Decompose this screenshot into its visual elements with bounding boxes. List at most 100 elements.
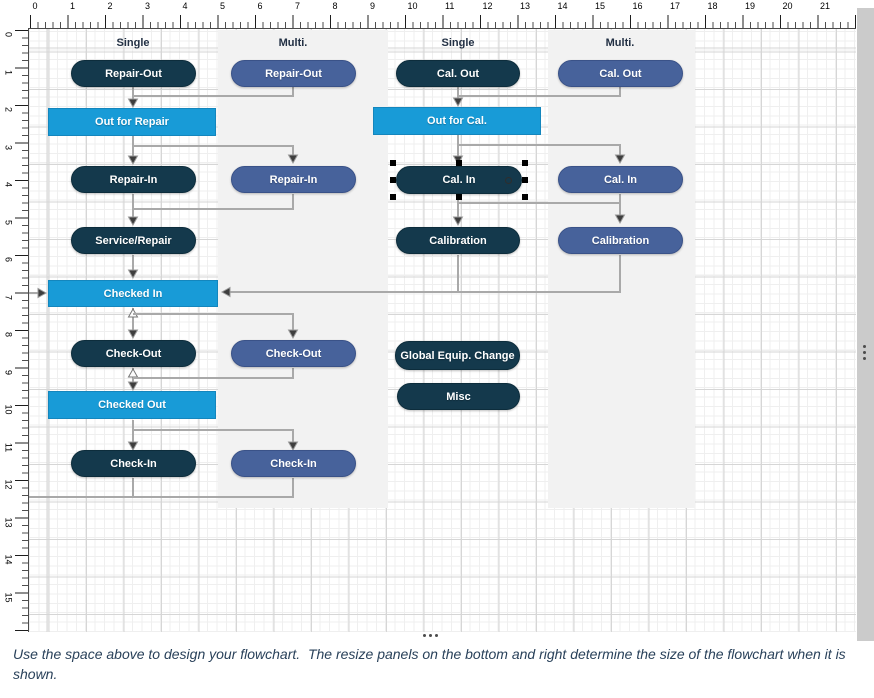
ruler-h-number: 11 (445, 1, 455, 11)
node-label: Check-Out (105, 347, 162, 360)
selection-handle[interactable] (522, 177, 528, 183)
node-label: Checked Out (98, 399, 166, 411)
node-check-in-multi[interactable]: Check-In (231, 450, 356, 477)
selection-handle[interactable] (390, 177, 396, 183)
bottom-resize-handle[interactable] (423, 634, 438, 637)
column-header-2: Single (441, 37, 475, 49)
ruler-v-number: 9 (3, 369, 13, 375)
node-checked-in[interactable]: Checked In (48, 280, 218, 307)
ruler-h-number: 0 (32, 1, 38, 11)
column-header-3: Multi. (605, 37, 635, 49)
node-out-for-cal[interactable]: Out for Cal. (373, 107, 541, 135)
ruler-v-number: 14 (3, 554, 13, 565)
column-header-0: Single (116, 37, 150, 49)
ruler-h-number: 14 (557, 1, 568, 11)
selection-handle[interactable] (390, 194, 396, 200)
node-service-repair[interactable]: Service/Repair (71, 227, 196, 254)
ruler-h-number: 13 (520, 1, 531, 11)
ruler-h-number: 8 (332, 1, 338, 11)
ruler-h-number: 12 (482, 1, 493, 11)
node-out-for-repair[interactable]: Out for Repair (48, 108, 216, 136)
node-label: Repair-In (109, 173, 158, 186)
node-label: Repair-Out (105, 67, 162, 80)
node-label: Check-In (110, 457, 157, 470)
ruler-h-number: 15 (595, 1, 606, 11)
node-cal-out-multi[interactable]: Cal. Out (558, 60, 683, 87)
node-misc[interactable]: Misc (397, 383, 520, 410)
node-check-in-single[interactable]: Check-In (71, 450, 196, 477)
ruler-h-number: 16 (632, 1, 643, 11)
node-check-out-single[interactable]: Check-Out (71, 340, 196, 367)
connection-point-handle[interactable] (505, 176, 512, 184)
node-repair-out-single[interactable]: Repair-Out (71, 60, 196, 87)
node-label: Calibration (429, 234, 487, 247)
node-calibration-single[interactable]: Calibration (396, 227, 520, 254)
ruler-h-number: 10 (407, 1, 418, 11)
selection-handle[interactable] (456, 160, 462, 166)
node-label: Check-Out (265, 347, 322, 360)
ruler-h-number: 4 (182, 1, 188, 11)
ruler-v-number: 6 (3, 256, 13, 262)
ellipsis-vertical-icon (863, 345, 866, 360)
ruler-v-number: 11 (3, 442, 13, 452)
column-header-1: Multi. (278, 37, 308, 49)
ruler-v-number: 1 (3, 69, 13, 75)
ruler-v-number: 8 (3, 331, 13, 337)
node-label: Misc (446, 390, 471, 403)
ruler-v-number: 7 (3, 294, 13, 300)
ruler-v-number: 10 (3, 404, 13, 415)
node-label: Check-In (270, 457, 317, 470)
node-label: Cal. In (603, 173, 637, 186)
node-global-equip-change[interactable]: Global Equip. Change (395, 341, 520, 370)
node-label: Repair-Out (265, 67, 322, 80)
ruler-h-number: 1 (70, 1, 76, 11)
ruler-h-number: 3 (145, 1, 151, 11)
node-cal-in-multi[interactable]: Cal. In (558, 166, 683, 193)
ruler-h-number: 2 (107, 1, 113, 11)
node-check-out-multi[interactable]: Check-Out (231, 340, 356, 367)
selection-handle[interactable] (390, 160, 396, 166)
ruler-h-number: 9 (370, 1, 376, 11)
ruler-v-number: 13 (3, 516, 13, 527)
node-repair-in-single[interactable]: Repair-In (71, 166, 196, 193)
node-label: Cal. In (442, 174, 476, 186)
ruler-v-number: 15 (3, 591, 13, 602)
node-cal-in-single[interactable]: Cal. In (396, 166, 522, 194)
ruler-h-number: 21 (820, 1, 831, 11)
ruler-v-number: 4 (3, 181, 13, 187)
ruler-h-number: 17 (670, 1, 681, 11)
node-label: Out for Cal. (427, 115, 487, 127)
right-resize-panel[interactable] (857, 8, 874, 641)
ellipsis-horizontal-icon (423, 634, 438, 637)
ruler-h-number: 18 (707, 1, 718, 11)
ruler-h-number: 6 (257, 1, 263, 11)
ruler-h-number: 20 (782, 1, 793, 11)
node-checked-out[interactable]: Checked Out (48, 391, 216, 419)
node-repair-in-multi[interactable]: Repair-In (231, 166, 356, 193)
ruler-v-number: 12 (3, 479, 13, 490)
selection-handle[interactable] (522, 194, 528, 200)
ruler-h-number: 5 (220, 1, 226, 11)
node-label: Service/Repair (95, 234, 172, 247)
selection-handle[interactable] (456, 194, 462, 200)
ruler-v-number: 2 (3, 106, 13, 112)
node-label: Out for Repair (95, 116, 169, 128)
multi-lane-background-1 (218, 30, 388, 508)
instruction-text: Use the space above to design your flowc… (13, 646, 850, 682)
node-label: Calibration (591, 234, 650, 247)
node-label: Cal. Out (599, 67, 642, 80)
node-calibration-multi[interactable]: Calibration (558, 227, 683, 254)
node-cal-out-single[interactable]: Cal. Out (396, 60, 520, 87)
node-label: Global Equip. Change (400, 349, 515, 362)
node-label: Repair-In (269, 173, 318, 186)
ruler-h-number: 19 (745, 1, 756, 11)
node-label: Checked In (103, 287, 163, 300)
selection-handle[interactable] (522, 160, 528, 166)
ruler-v-number: 0 (3, 31, 13, 37)
node-repair-out-multi[interactable]: Repair-Out (231, 60, 356, 87)
ruler-v-number: 5 (3, 219, 13, 225)
ruler-corner (0, 0, 28, 28)
